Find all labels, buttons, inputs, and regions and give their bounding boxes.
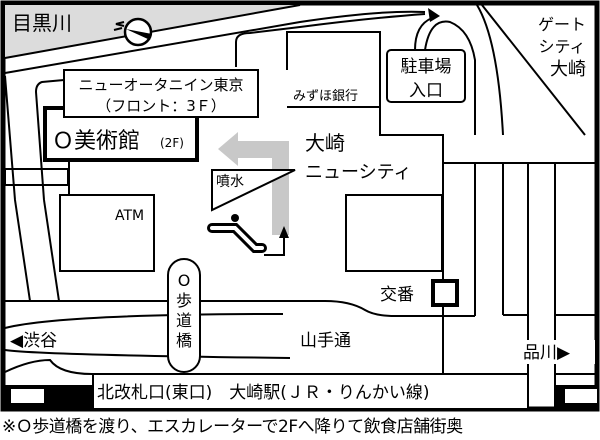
parking-entrance-box (386, 49, 466, 103)
pedestrian-bridge (167, 258, 201, 373)
bridge-label: 歩 (176, 291, 192, 310)
police-box-label: 交番 (380, 285, 414, 305)
parking-label: 駐車場 (401, 57, 452, 77)
road-line (503, 314, 595, 375)
label-bg (520, 340, 595, 364)
escalator-icon (207, 214, 289, 256)
right-blocks (474, 163, 556, 409)
police-box-icon (431, 279, 459, 307)
road-right-1 (476, 4, 504, 136)
parking-road (424, 20, 476, 135)
area-map: 目黒川 ニューオータニイン東京 （フロント：3Ｆ） Ｏ美術館 (2F) ATM … (0, 0, 600, 412)
museum-floor: (2F) (160, 136, 184, 150)
river-bank (4, 4, 301, 59)
gate-city-label: ゲート (538, 15, 586, 34)
gate-city-label-2: シティ (538, 37, 585, 56)
directions-note: ※Ｏ歩道橋を渡り、エスカレーターで2Fへ降りて飲食店舗街奥 (2, 417, 463, 437)
route-arrow (218, 132, 289, 235)
road-south-edge (4, 358, 528, 375)
road-left (4, 75, 31, 302)
bridge-label: O (178, 271, 191, 290)
building (345, 194, 443, 272)
osaki-new-city-label-2: ニューシティ (305, 162, 412, 183)
rail-track-left-inner (11, 389, 44, 403)
road-left-inner (34, 79, 65, 201)
hotel-label-box (63, 69, 259, 118)
station-label: 北改札口(東口) 大崎駅(ＪＲ・りんかい線) (97, 383, 430, 403)
fountain-label: 噴水 (216, 174, 244, 190)
yamate-street-label: 山手通 (300, 331, 351, 351)
gate-city-label-3: 大崎 (550, 59, 586, 80)
atm-label: ATM (115, 208, 144, 224)
mizuho-building (286, 31, 444, 409)
parking-entrance-label: 入口 (409, 81, 443, 101)
road-right-diagonal (481, 4, 586, 136)
museum-label: Ｏ美術館 (52, 129, 140, 154)
hotel-front-floor: （フロント：3Ｆ） (96, 97, 226, 115)
fountain (211, 169, 296, 212)
bridge-label: 橋 (176, 331, 192, 350)
shibuya-direction: ◀渋谷 (10, 331, 57, 351)
road-top (235, 13, 426, 67)
bridge-marker-icon (113, 17, 153, 47)
museum-box (43, 106, 199, 162)
parking-arrow-icon (428, 8, 440, 22)
atm-building (59, 194, 155, 272)
yamate-lane-upper (4, 313, 284, 329)
shinagawa-direction: 品川▶ (523, 343, 571, 363)
yamate-lane-lower (4, 349, 291, 359)
mizuho-label: みずほ銀行 (293, 89, 358, 104)
road-left-2 (43, 199, 60, 302)
road-edge (4, 10, 426, 74)
river-label: 目黒川 (12, 11, 72, 35)
bridge-label: 道 (176, 311, 192, 330)
station-box (92, 373, 529, 410)
road-north-edge (5, 300, 475, 317)
rail-track-right-inner (565, 389, 597, 403)
hotel-name: ニューオータニイン東京 (78, 76, 243, 94)
osaki-new-city-label: 大崎 (305, 131, 345, 155)
